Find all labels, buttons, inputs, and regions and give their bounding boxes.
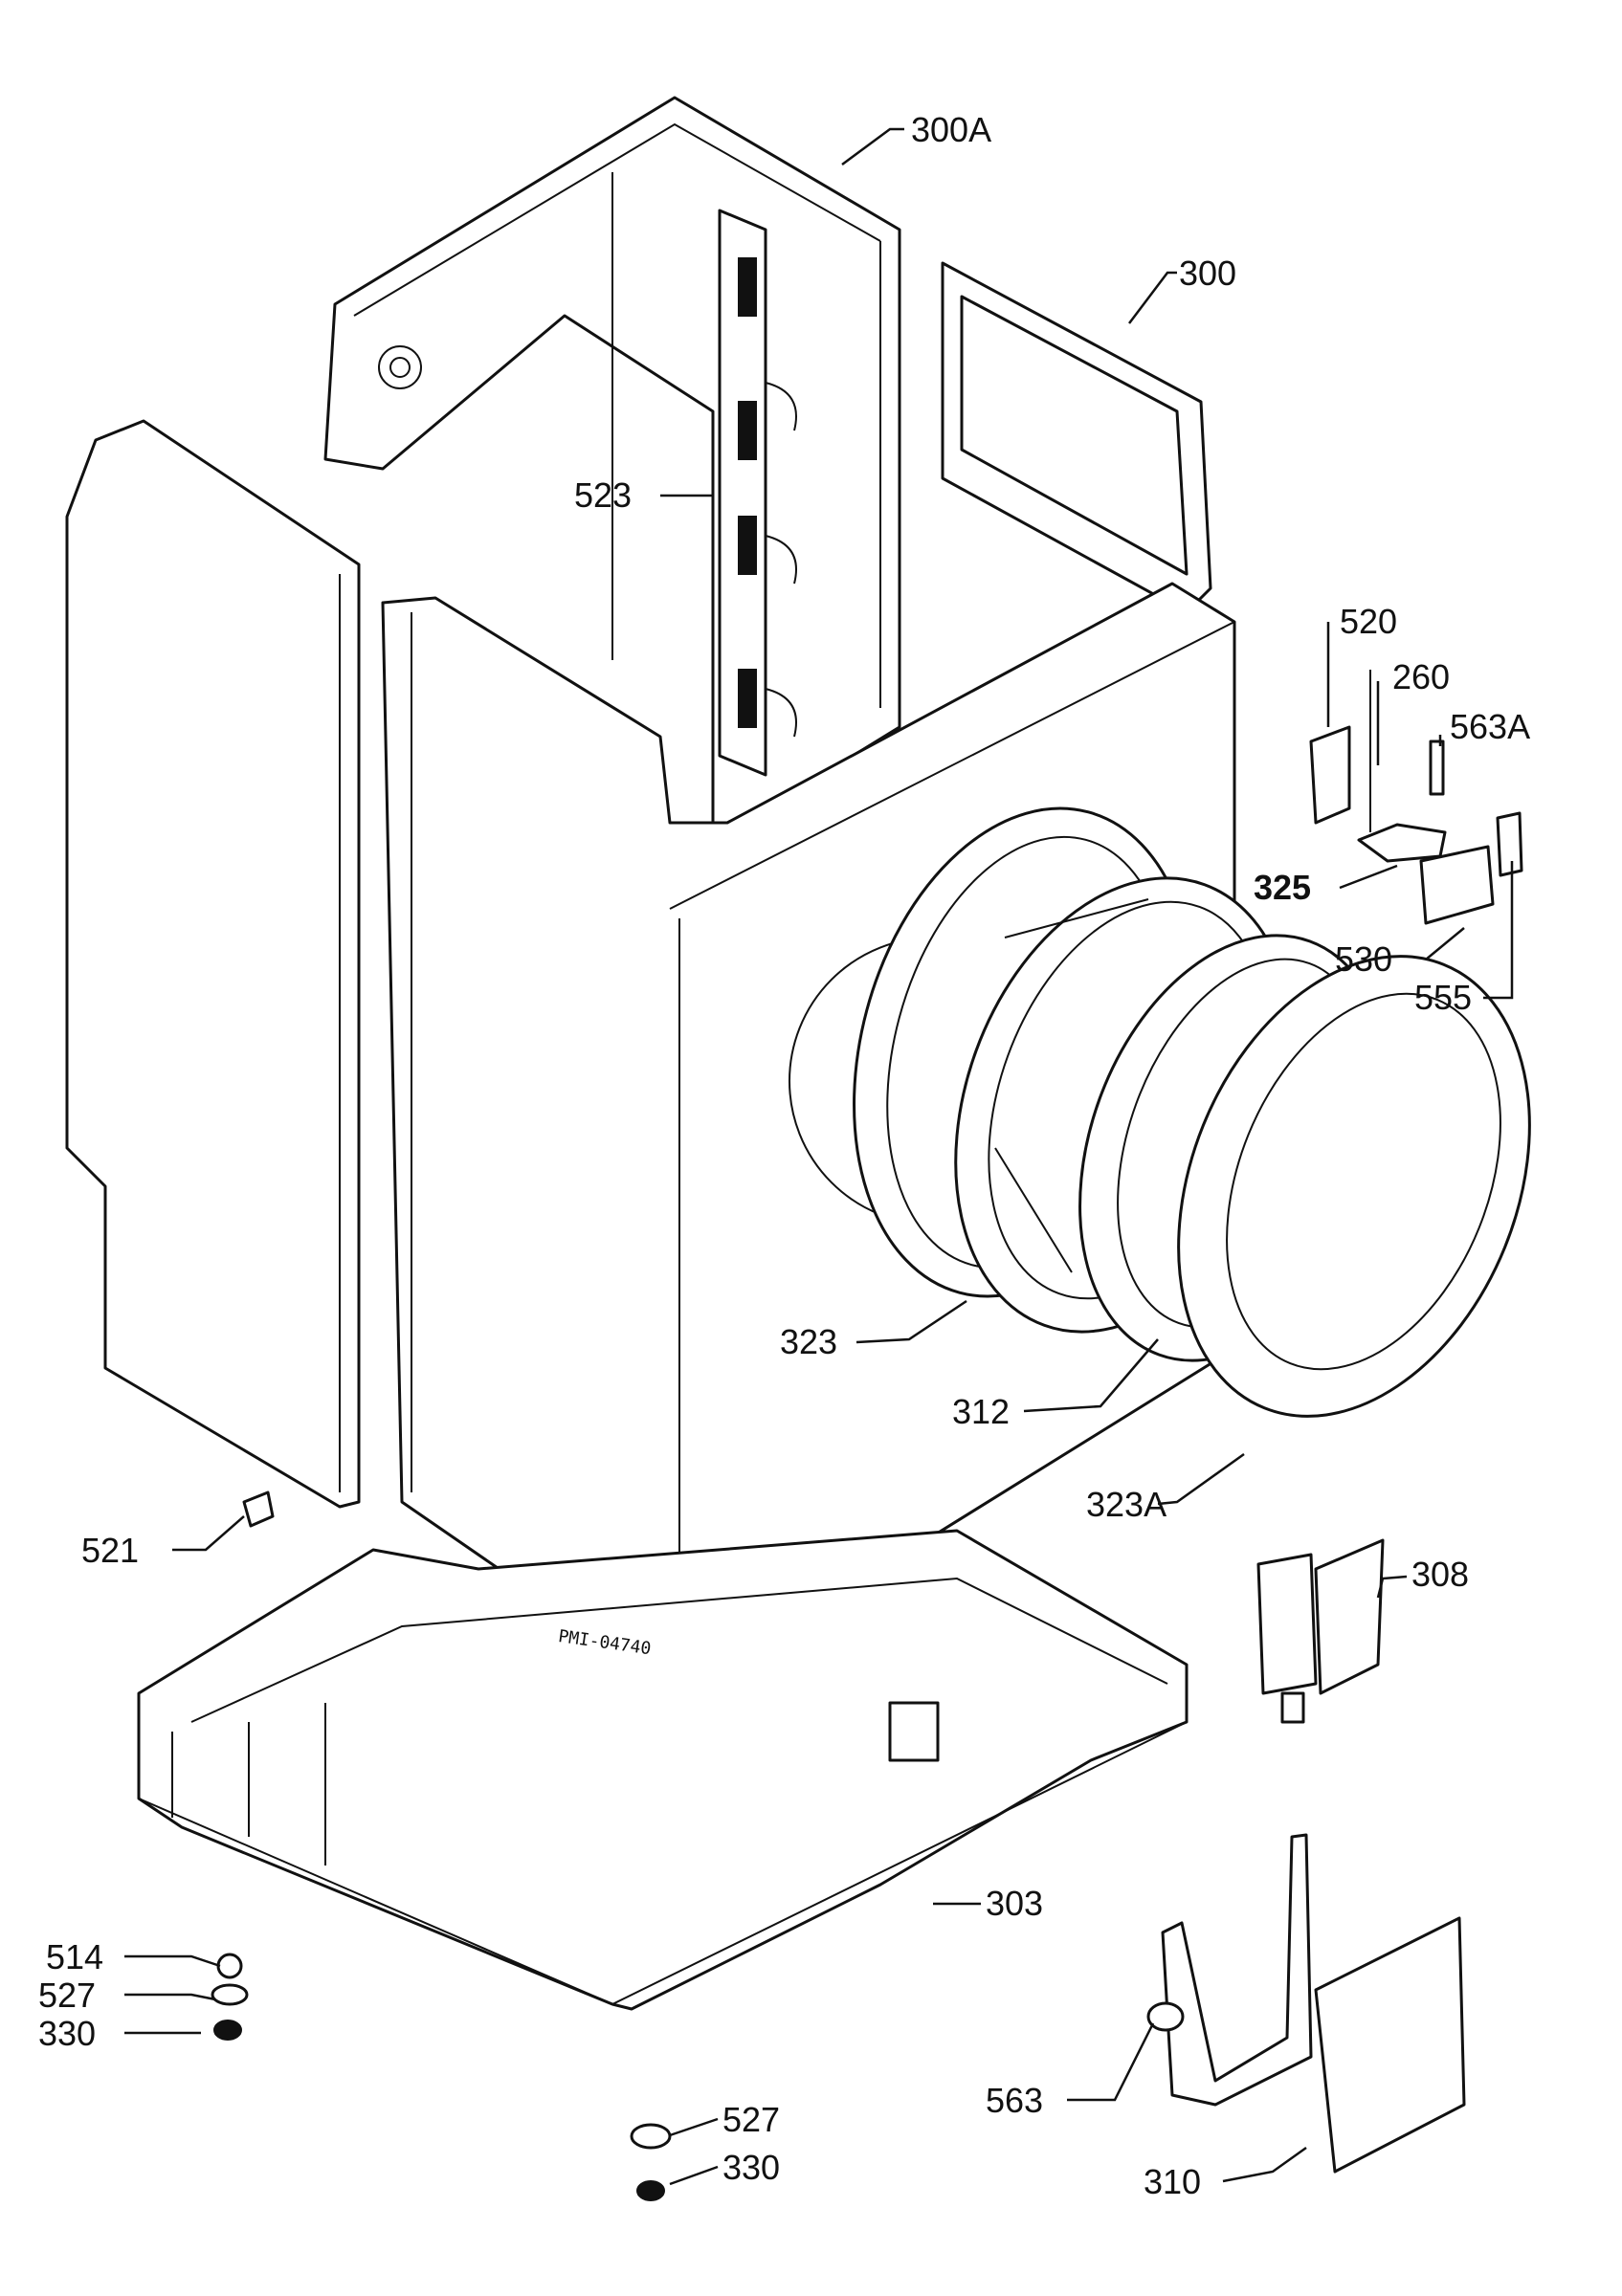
label-312: 312 (952, 1392, 1011, 1431)
label-563A: 563A (1450, 707, 1531, 746)
label-330-right: 330 (722, 2148, 781, 2187)
screw-521 (242, 1490, 275, 1528)
label-530: 530 (1335, 939, 1393, 979)
label-325: 325 (1254, 868, 1312, 907)
hinge-308 (1256, 1538, 1385, 1724)
foot-left (211, 1953, 249, 2041)
side-frame-300 (941, 261, 1212, 614)
label-323A: 323A (1086, 1485, 1167, 1524)
label-300A: 300A (911, 110, 992, 149)
label-310: 310 (1144, 2162, 1202, 2201)
label-527-left: 527 (38, 1976, 97, 2015)
label-520: 520 (1340, 602, 1398, 641)
base-frame-303 (137, 1529, 1189, 2011)
label-323: 323 (780, 1322, 838, 1361)
label-563: 563 (986, 2081, 1044, 2120)
rail-523 (718, 209, 797, 777)
label-523: 523 (574, 475, 633, 515)
label-303: 303 (986, 1884, 1044, 1923)
label-260: 260 (1392, 657, 1451, 696)
label-555: 555 (1414, 978, 1473, 1017)
label-300: 300 (1179, 254, 1237, 293)
bracket-563 (1146, 1833, 1313, 2107)
door-ring-323A (1177, 955, 1531, 1418)
label-330-left: 330 (38, 2014, 97, 2053)
label-514: 514 (46, 1937, 104, 1976)
label-527-right: 527 (722, 2100, 781, 2139)
leader-lines (124, 127, 1514, 2186)
left-side-panel (65, 419, 361, 1509)
label-308: 308 (1411, 1555, 1470, 1594)
lock-assembly (1309, 670, 1523, 925)
kick-panel-310 (1314, 1916, 1466, 2174)
foot-right (630, 2123, 672, 2201)
label-521: 521 (81, 1531, 140, 1570)
